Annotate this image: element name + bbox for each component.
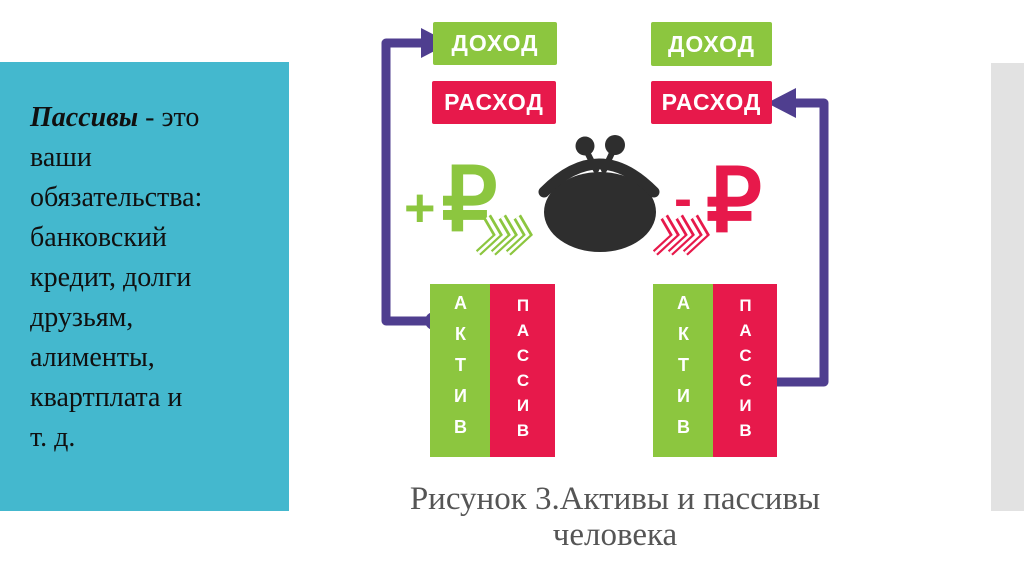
- definition-line: друзьям,: [30, 302, 134, 333]
- plus-ruble: + ₽: [404, 156, 498, 244]
- figure-caption-line1: Рисунок 3.Активы и пассивы: [409, 481, 821, 517]
- figure-caption-line2: человека: [552, 517, 678, 553]
- liability-label: ПАССИВ: [513, 295, 533, 446]
- definition-panel: Пассивы - это ваши обязательства: банков…: [0, 62, 289, 511]
- definition-line: алименты,: [30, 342, 155, 373]
- asset-bar-left: АКТИВ: [430, 284, 490, 457]
- definition-term: Пассивы: [30, 102, 139, 133]
- asset-label: АКТИВ: [673, 293, 694, 448]
- income-box-left: ДОХОД: [433, 22, 557, 65]
- plus-sign: +: [404, 178, 436, 238]
- definition-text: Пассивы - это ваши обязательства: банков…: [30, 98, 275, 458]
- side-strip: [991, 63, 1024, 511]
- coin-purse-icon: [538, 135, 660, 252]
- definition-line: кредит, долги: [30, 262, 192, 293]
- definition-line: квартплата и: [30, 382, 183, 413]
- figure-caption: Рисунок 3.Активы и пассивы человека: [365, 481, 865, 553]
- expense-label: РАСХОД: [661, 89, 762, 115]
- definition-line: банковский: [30, 222, 167, 253]
- ruble-sign-green: ₽: [441, 150, 498, 249]
- expense-box-left: РАСХОД: [432, 81, 556, 124]
- definition-line: Пассивы - это: [30, 98, 275, 138]
- liability-bar-left: ПАССИВ: [490, 284, 555, 457]
- ruble-sign-red: ₽: [705, 151, 762, 250]
- asset-label: АКТИВ: [450, 293, 471, 448]
- asset-bar-right: АКТИВ: [653, 284, 713, 457]
- triple-chevron-right-green-icon: [476, 214, 533, 256]
- minus-ruble: - ₽: [674, 157, 762, 245]
- income-label: ДОХОД: [667, 30, 756, 57]
- liability-bar-right: ПАССИВ: [713, 284, 777, 457]
- definition-line: обязательства:: [30, 182, 203, 213]
- liability-label: ПАССИВ: [736, 295, 755, 446]
- minus-sign: -: [674, 169, 692, 229]
- income-box-right: ДОХОД: [651, 22, 772, 66]
- expense-box-right: РАСХОД: [651, 81, 772, 124]
- definition-line: т. д.: [30, 422, 76, 453]
- expense-label: РАСХОД: [444, 89, 544, 115]
- triple-chevron-right-red-icon: [653, 214, 710, 256]
- definition-term-suffix: - это: [138, 102, 200, 133]
- income-label: ДОХОД: [451, 30, 539, 56]
- definition-line: ваши: [30, 142, 92, 173]
